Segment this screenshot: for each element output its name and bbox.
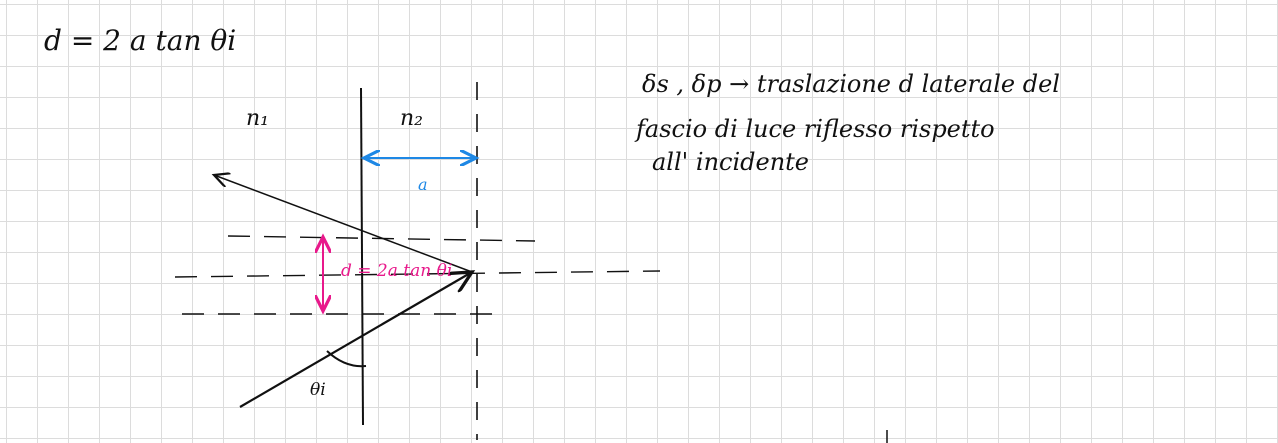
medium-n2-label: n₂ (400, 106, 423, 131)
angle-arc (326, 350, 367, 368)
note-line-2: fascio di luce riflesso rispetto (634, 115, 995, 143)
note-line-1: δs , δp → traslazione d laterale del (642, 70, 1060, 98)
formula-text: d = 2 a tan θi (44, 24, 236, 57)
angle-label: θi (310, 380, 326, 400)
reflected-ray (214, 175, 473, 273)
note-line-3: all' incidente (652, 148, 809, 176)
medium-n1-label: n₁ (246, 106, 269, 131)
thickness-label: a (418, 175, 428, 194)
incident-ray (239, 272, 472, 408)
shift-label: d = 2a tan θi (341, 261, 452, 281)
guide-line-middle (174, 270, 661, 278)
interface-line (360, 87, 364, 426)
